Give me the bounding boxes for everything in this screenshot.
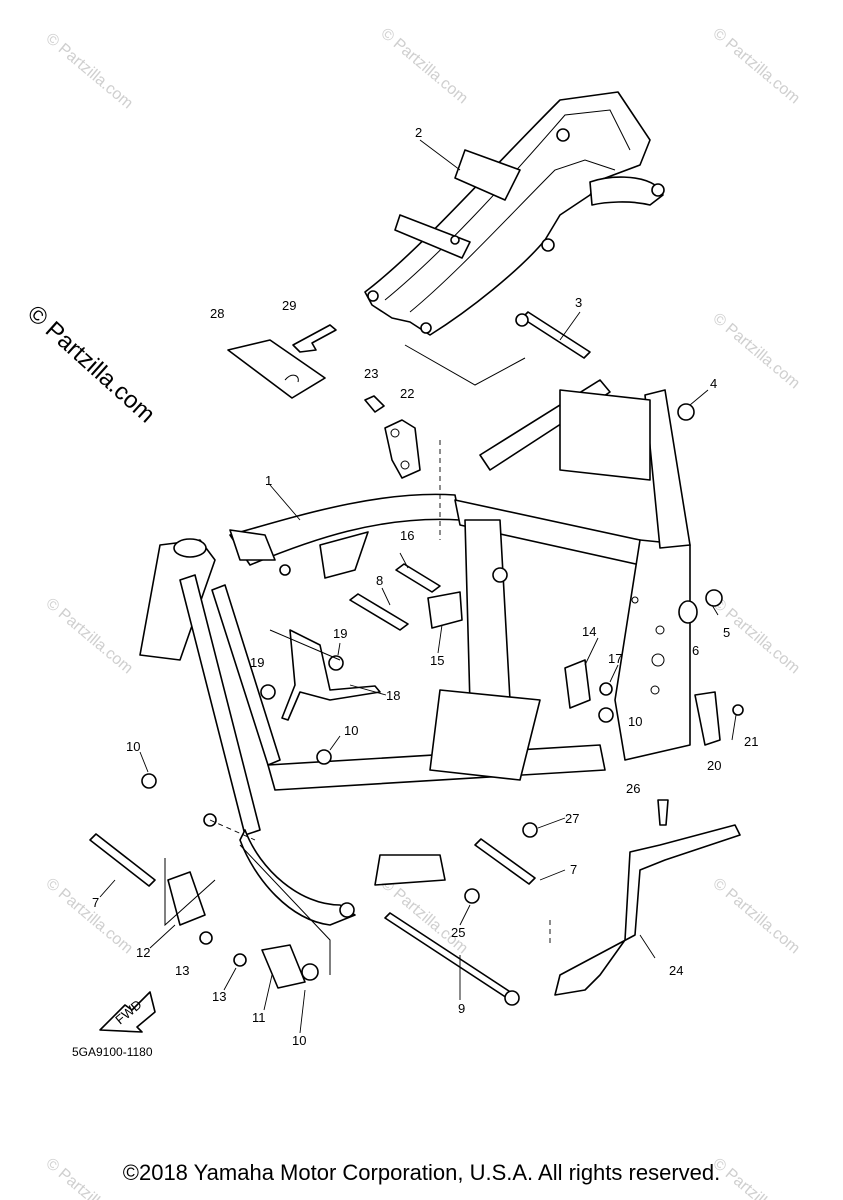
part-labels: 1 2 3 4 5 6 7 7 8 9 10 10 10 10 11 12 13… [92,125,758,1048]
cap-part-27 [522,822,538,838]
bracket-part-22 [384,419,421,479]
part-label: 16 [400,528,414,543]
part-label: 22 [400,386,414,401]
part-label: 23 [364,366,378,381]
nut-part-17 [599,682,613,696]
leader-lines [99,139,737,1034]
watermark-text: © Partzilla.com [709,25,803,107]
watermark-text: © Partzilla.com [42,875,136,957]
bracket-part-20 [694,691,721,746]
bracket-part-14 [564,659,591,709]
part-label: 4 [710,376,717,391]
bolt-part-7a [89,833,156,887]
plug-part-5 [705,589,723,607]
part-label: 28 [210,306,224,321]
part-label: 11 [252,1010,266,1025]
part-label: 14 [582,624,596,639]
part-label: 27 [565,811,579,826]
part-label: 26 [626,781,640,796]
watermark-text: © Partzilla.com [709,875,803,957]
rod-part-9 [384,912,520,1006]
watermark-text: © Partzilla.com [42,595,136,677]
part-label: 20 [707,758,721,773]
part-label: 7 [92,895,99,910]
part-label: 18 [386,688,400,703]
part-label: 7 [570,862,577,877]
part-label: 2 [415,125,422,140]
cover-part-28 [227,339,326,399]
cap-part-6 [678,600,698,624]
nut-part-10c [141,773,157,789]
bolt-part-26 [657,799,669,826]
part-label: 29 [282,298,296,313]
bracket-part-18 [281,629,381,721]
watermark-text: © Partzilla.com [377,25,471,107]
part-label: 19 [333,626,347,641]
watermark-text: © Partzilla.com [709,310,803,392]
nut-part-10a [598,707,614,723]
bolt-part-13a [199,931,213,945]
plate-part-11 [261,944,306,989]
part-label: 19 [250,655,264,670]
part-label: 12 [136,945,150,960]
bolt-part-7b [474,838,536,885]
bolt-part-13b [233,953,247,967]
part-label: 13 [175,963,189,978]
bracket-part-15 [427,591,463,629]
part-label: 13 [212,989,226,1004]
part-label: 15 [430,653,444,668]
part-label: 10 [126,739,140,754]
nut-part-10b [316,749,332,765]
part-label: 24 [669,963,683,978]
fwd-arrow-icon: FWD [99,991,156,1033]
bolt-part-25 [464,888,480,904]
rear-frame-part-2 [364,91,665,336]
clip-part-29 [292,324,337,353]
main-frame-part-1 [139,379,691,926]
part-label: 6 [692,643,699,658]
part-label: 9 [458,1001,465,1016]
part-label: 5 [723,625,730,640]
nut-part-10d [301,963,319,981]
bolt-part-19b [260,684,276,700]
bolt-part-3 [515,311,591,359]
reference-lines [164,344,551,975]
part-label: 8 [376,573,383,588]
part-label: 10 [292,1033,306,1048]
part-label: 17 [608,651,622,666]
part-label: 1 [265,473,272,488]
bracket-part-24 [554,824,741,996]
part-label: 3 [575,295,582,310]
bolt-part-21 [732,704,744,716]
part-label: 10 [628,714,642,729]
part-label: 25 [451,925,465,940]
bolt-part-8 [349,593,409,631]
nut-part-4 [677,403,695,421]
part-label: 21 [744,734,758,749]
diagram-code: 5GA9100-1180 [72,1045,153,1059]
bolt-part-16 [395,563,441,593]
part-label: 10 [344,723,358,738]
bolt-part-23 [364,395,385,413]
watermark-text: © Partzilla.com [42,30,136,112]
copyright-notice: ©2018 Yamaha Motor Corporation, U.S.A. A… [122,1160,721,1185]
bracket-part-12 [167,871,206,926]
